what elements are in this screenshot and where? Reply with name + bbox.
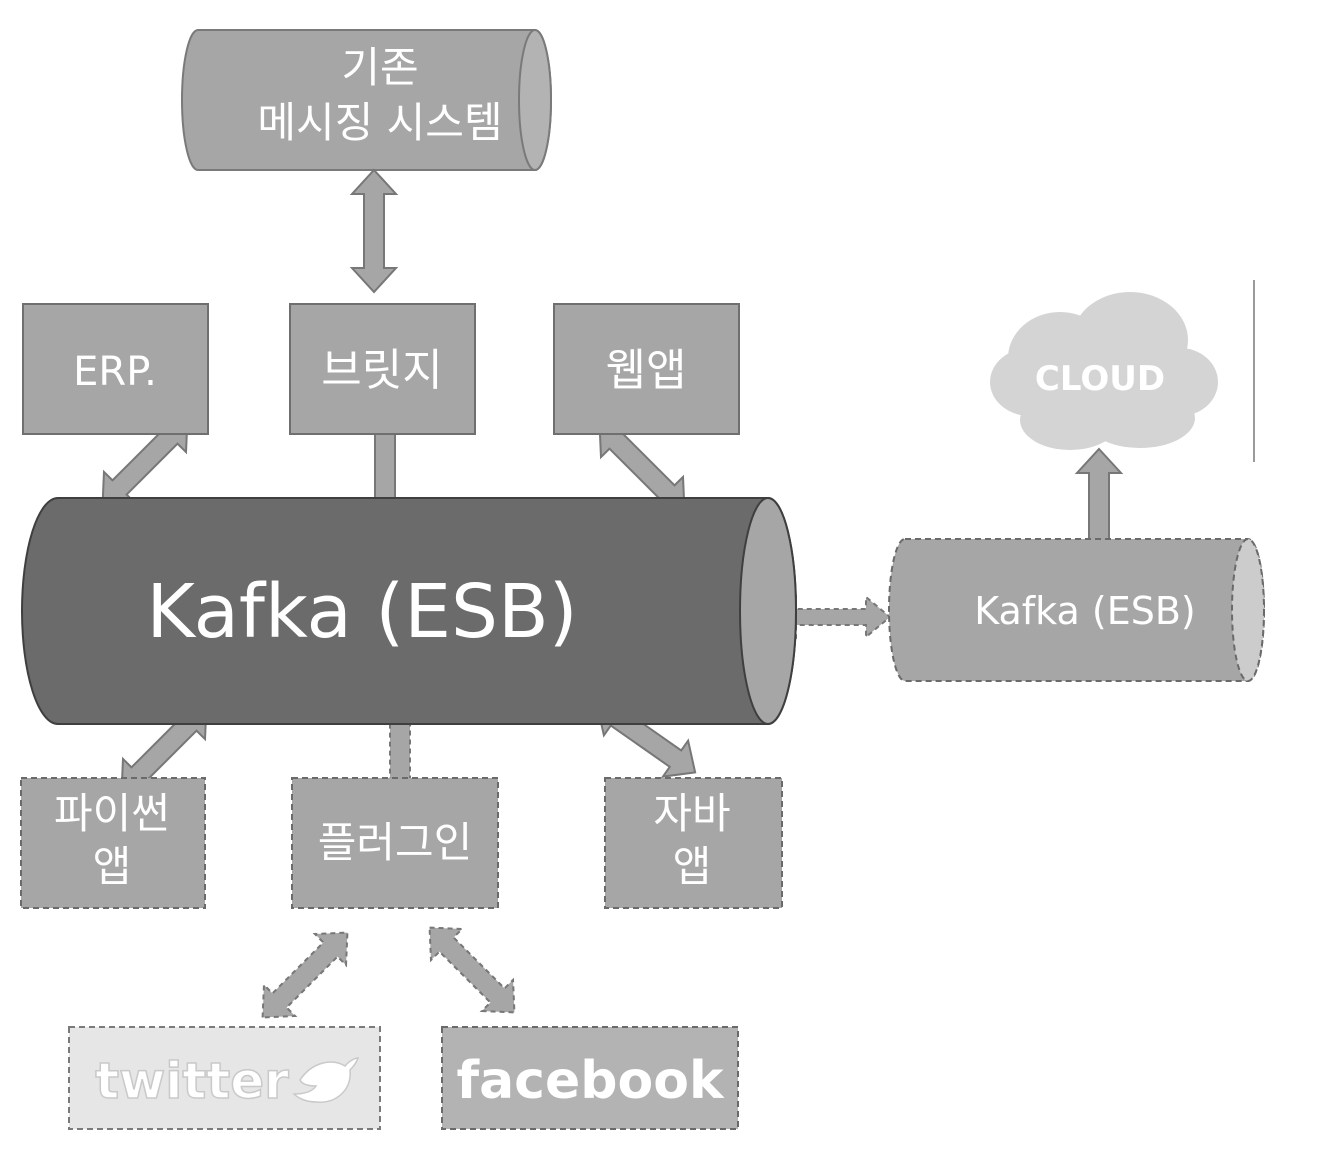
facebook-logo-text: facebook [456,1051,724,1111]
java-label-line1: 자바 [653,789,730,838]
cloud-node: CLOUD [990,280,1255,462]
cloud-label: CLOUD [1035,359,1165,399]
erp-label: ERP. [73,349,157,395]
kafka-esb-remote: Kafka (ESB) [888,538,1265,682]
erp-node: ERP. [22,303,209,435]
twitter-node: twitter [68,1026,381,1130]
webapp-label: 웹앱 [606,345,687,396]
java-app-node: 자바 앱 [604,777,783,909]
legacy-cylinder-cap [518,29,552,171]
legacy-label-line1: 기존 [341,43,418,92]
arrow-plugin-facebook [428,926,516,1014]
plugin-label: 플러그인 [318,818,473,867]
bridge-label: 브릿지 [321,345,442,396]
legacy-label-line2: 메시징 시스템 [257,98,502,147]
main-bus-label: Kafka (ESB) [146,569,577,655]
remote-cylinder-cap [1231,538,1265,682]
legacy-messaging-node: 기존 메시징 시스템 [181,29,552,171]
twitter-bird-icon [292,1057,360,1103]
java-label-line2: 앱 [673,842,712,891]
remote-bus-label: Kafka (ESB) [974,589,1195,633]
python-label-line1: 파이썬 [54,789,170,838]
cloud-shape [990,292,1218,450]
bridge-node: 브릿지 [289,303,476,435]
webapp-node: 웹앱 [553,303,740,435]
plugin-node: 플러그인 [291,777,499,909]
python-label-line2: 앱 [93,842,132,891]
kafka-esb-main: Kafka (ESB) [21,497,797,725]
arrow-legacy-bridge [349,168,399,294]
python-app-node: 파이썬 앱 [20,777,206,909]
arrow-plugin-twitter [261,931,349,1019]
main-cylinder-cap [739,497,797,725]
twitter-logo-text: twitter [95,1052,289,1110]
facebook-node: facebook [441,1026,739,1130]
